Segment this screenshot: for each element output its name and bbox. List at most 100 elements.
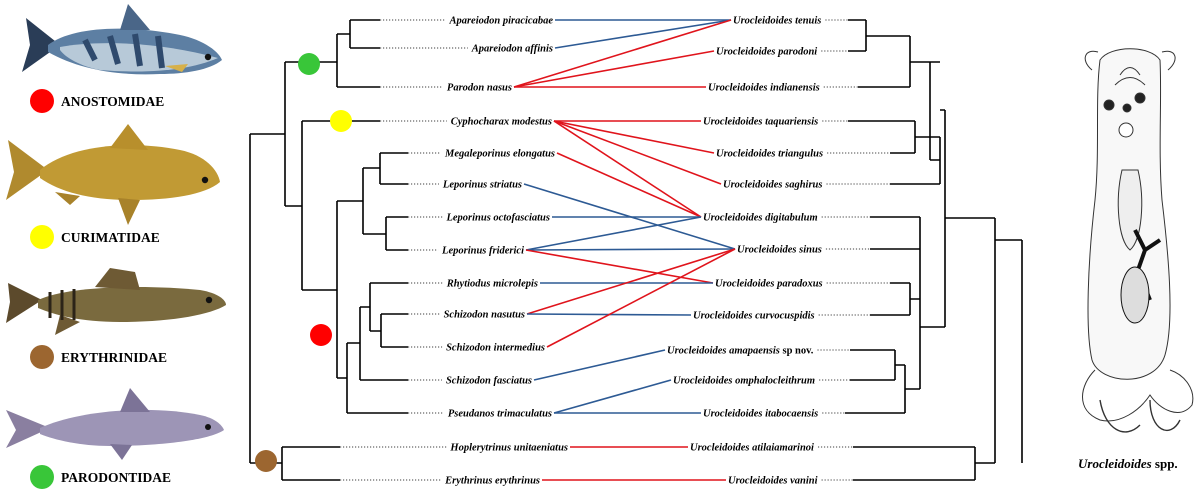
host-tip: Leporinus striatus <box>408 180 522 191</box>
host-name-label: Apareiodon piracicabae <box>448 16 553 27</box>
parasite-name-label: Urocleidoides omphalocleithrum <box>673 376 815 387</box>
parasite-suffix: sp nov. <box>780 346 814 357</box>
legend-parodontidae: PARODONTIDAE <box>30 465 171 489</box>
anostomidae-marker <box>30 89 54 113</box>
association-link-red <box>526 248 736 315</box>
host-tip: Hoplerytrinus unitaeniatus <box>340 443 568 454</box>
host-name-label: Schizodon intermedius <box>446 343 545 354</box>
parasite-name-label: Urocleidoides curvocuspidis <box>693 311 815 322</box>
fish-erythrinid-illustration <box>6 268 226 335</box>
host-name-label: Leporinus octofasciatus <box>445 213 550 224</box>
parasite-tip: Urocleidoides saghirus <box>723 180 890 191</box>
host-tree-branches <box>249 19 408 481</box>
fish-parodontid-illustration <box>6 388 224 460</box>
host-tip: Rhytiodus microlepis <box>408 279 538 290</box>
host-tip: Erythrinus erythrinus <box>340 476 540 487</box>
parasite-name-label: Urocleidoides indianensis <box>708 83 820 94</box>
parasite-name-label: Urocleidoides itabocaensis <box>703 409 818 420</box>
erythrinidae-node-marker <box>255 450 277 472</box>
host-name-label: Parodon nasus <box>447 83 512 94</box>
parasite-tip: Urocleidoides tenuis <box>733 16 848 27</box>
association-link-red <box>525 249 714 284</box>
specimen-caption: Urocleidoides spp. <box>1078 456 1178 471</box>
parasite-tip: Urocleidoides omphalocleithrum <box>673 376 850 387</box>
host-name-label: Schizodon nasutus <box>444 310 525 321</box>
host-name-label: Schizodon fasciatus <box>446 376 532 387</box>
host-name-label: Pseudanos trimaculatus <box>448 409 552 420</box>
caption-suffix: spp. <box>1152 456 1178 471</box>
parasite-tip: Urocleidoides amapaensis sp nov. <box>667 346 850 357</box>
legend-erythrinidae-label: ERYTHRINIDAE <box>61 350 167 365</box>
host-clade-markers <box>255 53 352 472</box>
parasite-genus: Urocleidoides digitabulum <box>703 213 818 224</box>
parasite-genus: Urocleidoides taquariensis <box>703 117 818 128</box>
parasite-tip: Urocleidoides itabocaensis <box>703 409 845 420</box>
host-tip: Leporinus octofasciatus <box>408 213 550 224</box>
parasite-genus: Urocleidoides saghirus <box>723 180 822 191</box>
association-link-blue <box>533 349 666 381</box>
host-tip: Schizodon intermedius <box>408 343 545 354</box>
parasite-tree-branches <box>845 19 1023 481</box>
parasite-genus: Urocleidoides vanini <box>728 476 818 487</box>
fish-curimatid-illustration <box>6 124 220 225</box>
parasite-tip: Urocleidoides sinus <box>737 245 870 256</box>
erythrinidae-marker <box>30 345 54 369</box>
parasite-name-label: Urocleidoides triangulus <box>716 149 823 160</box>
association-link-red <box>553 120 722 185</box>
curimatidae-marker <box>30 225 54 249</box>
association-link-red <box>513 19 732 88</box>
parasite-tip: Urocleidoides taquariensis <box>703 117 848 128</box>
association-link-blue <box>525 248 736 251</box>
host-name-label: Erythrinus erythrinus <box>444 476 540 487</box>
parasite-tip: Urocleidoides vanini <box>728 476 853 487</box>
legend-anostomidae-label: ANOSTOMIDAE <box>61 94 164 109</box>
association-link-red <box>546 248 736 348</box>
parasite-name-label: Urocleidoides atilaiamarinoi <box>690 443 814 454</box>
parasite-name-label: Urocleidoides parodoni <box>716 47 817 58</box>
association-link-red <box>553 120 702 218</box>
caption-genus: Urocleidoides <box>1078 456 1152 471</box>
parasite-tip: Urocleidoides indianensis <box>708 83 858 94</box>
parasite-name-label: Urocleidoides vanini <box>728 476 818 487</box>
association-link-red <box>513 50 715 88</box>
parodontidae-marker <box>30 465 54 489</box>
association-links <box>513 19 736 481</box>
parasite-tip: Urocleidoides triangulus <box>716 149 890 160</box>
parasite-name-label: Urocleidoides digitabulum <box>703 213 818 224</box>
parasite-name-label: Urocleidoides sinus <box>737 245 822 256</box>
legend-anostomidae: ANOSTOMIDAE <box>30 89 164 113</box>
association-link-red <box>553 120 715 154</box>
parasite-name-label: Urocleidoides saghirus <box>723 180 822 191</box>
parasite-genus: Urocleidoides triangulus <box>716 149 823 160</box>
association-link-red <box>556 152 702 218</box>
host-tip: Leporinus friderici <box>408 246 524 257</box>
urocleidoides-specimen-drawing <box>1082 48 1194 433</box>
host-tip: Parodon nasus <box>380 83 512 94</box>
parasite-genus: Urocleidoides tenuis <box>733 16 821 27</box>
parasite-genus: Urocleidoides itabocaensis <box>703 409 818 420</box>
legend-parodontidae-label: PARODONTIDAE <box>61 470 171 485</box>
parasite-tip: Urocleidoides paradoxus <box>715 279 890 290</box>
host-name-label: Rhytiodus microlepis <box>446 279 538 290</box>
curimatidae-node-marker <box>330 110 352 132</box>
parasite-name-label: Urocleidoides tenuis <box>733 16 821 27</box>
host-name-label: Leporinus friderici <box>441 246 524 257</box>
parasite-name-label: Urocleidoides taquariensis <box>703 117 818 128</box>
association-link-blue <box>553 379 672 414</box>
parasite-genus: Urocleidoides omphalocleithrum <box>673 376 815 387</box>
parodontidae-node-marker <box>298 53 320 75</box>
host-name-label: Megaleporinus elongatus <box>444 149 555 160</box>
parasite-name-label: Urocleidoides amapaensis sp nov. <box>667 346 814 357</box>
host-tip: Schizodon fasciatus <box>408 376 532 387</box>
parasite-name-label: Urocleidoides paradoxus <box>715 279 823 290</box>
parasite-tip: Urocleidoides curvocuspidis <box>693 311 870 322</box>
legend-curimatidae-label: CURIMATIDAE <box>61 230 160 245</box>
host-name-label: Leporinus striatus <box>442 180 522 191</box>
parasite-genus: Urocleidoides parodoni <box>716 47 817 58</box>
host-name-label: Cyphocharax modestus <box>451 117 552 128</box>
host-tip: Apareiodon piracicabae <box>380 16 553 27</box>
host-name-label: Apareiodon affinis <box>471 44 553 55</box>
